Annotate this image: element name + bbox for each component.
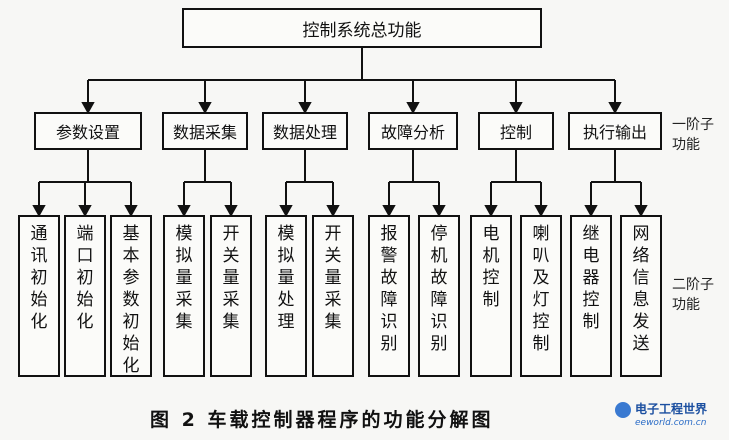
figure-caption: 图 2 车载控制器程序的功能分解图 [150, 409, 494, 431]
level2-label: 网络信息发送 [632, 224, 650, 354]
arrow-head [534, 205, 548, 218]
level1-node: 参数设置 [34, 112, 142, 150]
logo-url: eeworld.com.cn [635, 418, 707, 428]
level2-label: 电机控制 [482, 224, 500, 310]
root-label: 控制系统总功能 [302, 20, 422, 41]
level2-node: 网络信息发送 [620, 215, 662, 377]
level2-label: 开关量采集 [222, 224, 240, 332]
level2-label: 喇叭及灯控制 [532, 224, 550, 354]
level1-label: 执行输出 [582, 123, 647, 142]
arrow-head [382, 205, 396, 218]
level2-label: 停机故障识别 [430, 224, 448, 354]
arrow-head [509, 102, 523, 115]
level2-side-label: 二阶子功能 [672, 277, 714, 313]
level1-node: 执行输出 [568, 112, 662, 150]
arrow-head [224, 205, 238, 218]
arrow-head [484, 205, 498, 218]
level1-label: 数据处理 [272, 123, 337, 142]
level2-label: 模拟量采集 [175, 224, 193, 332]
level2-label: 基本参数初始化 [122, 224, 140, 376]
level2-label: 端口初始化 [76, 224, 94, 332]
level2-node: 端口初始化 [64, 215, 106, 377]
level2-node: 通讯初始化 [18, 215, 60, 377]
arrow-head [298, 102, 312, 115]
arrow-head [326, 205, 340, 218]
level2-node: 模拟量处理 [265, 215, 307, 377]
arrow-head [78, 205, 92, 218]
level2-label: 模拟量处理 [277, 224, 295, 332]
arrow-head [124, 205, 138, 218]
arrow-head [177, 205, 191, 218]
logo-icon [615, 402, 631, 418]
arrow-head [608, 102, 622, 115]
arrow-head [32, 205, 46, 218]
arrow-head [406, 102, 420, 115]
arrow-head [81, 102, 95, 115]
level2-node: 停机故障识别 [418, 215, 460, 377]
arrow-head [279, 205, 293, 218]
level1-side-label: 一阶子功能 [672, 117, 714, 153]
level1-node: 数据采集 [162, 112, 248, 150]
level2-node: 电机控制 [470, 215, 512, 377]
level1-label: 参数设置 [55, 123, 120, 142]
arrow-head [432, 205, 446, 218]
level2-node: 继电器控制 [570, 215, 612, 377]
level1-label: 故障分析 [380, 123, 445, 142]
level2-label: 开关量采集 [324, 224, 342, 332]
level2-node: 基本参数初始化 [110, 215, 152, 377]
level2-node: 开关量采集 [312, 215, 354, 377]
level2-node: 喇叭及灯控制 [520, 215, 562, 377]
level2-node: 模拟量采集 [163, 215, 205, 377]
level2-node: 开关量采集 [210, 215, 252, 377]
level1-node: 故障分析 [368, 112, 458, 150]
level1-label: 数据采集 [172, 123, 237, 142]
level1-node: 数据处理 [262, 112, 348, 150]
level2-label: 通讯初始化 [30, 224, 48, 332]
level2-label: 继电器控制 [582, 224, 600, 332]
level2-node: 报警故障识别 [368, 215, 410, 377]
logo-title: 电子工程世界 [635, 402, 708, 416]
level1-label: 控制 [499, 123, 532, 142]
arrow-head [584, 205, 598, 218]
arrow-head [634, 205, 648, 218]
watermark-logo: 电子工程世界 eeworld.com.cn [615, 398, 727, 438]
level1-node: 控制 [478, 112, 554, 150]
arrow-head [198, 102, 212, 115]
level2-label: 报警故障识别 [380, 224, 398, 354]
root-node: 控制系统总功能 [182, 8, 542, 48]
